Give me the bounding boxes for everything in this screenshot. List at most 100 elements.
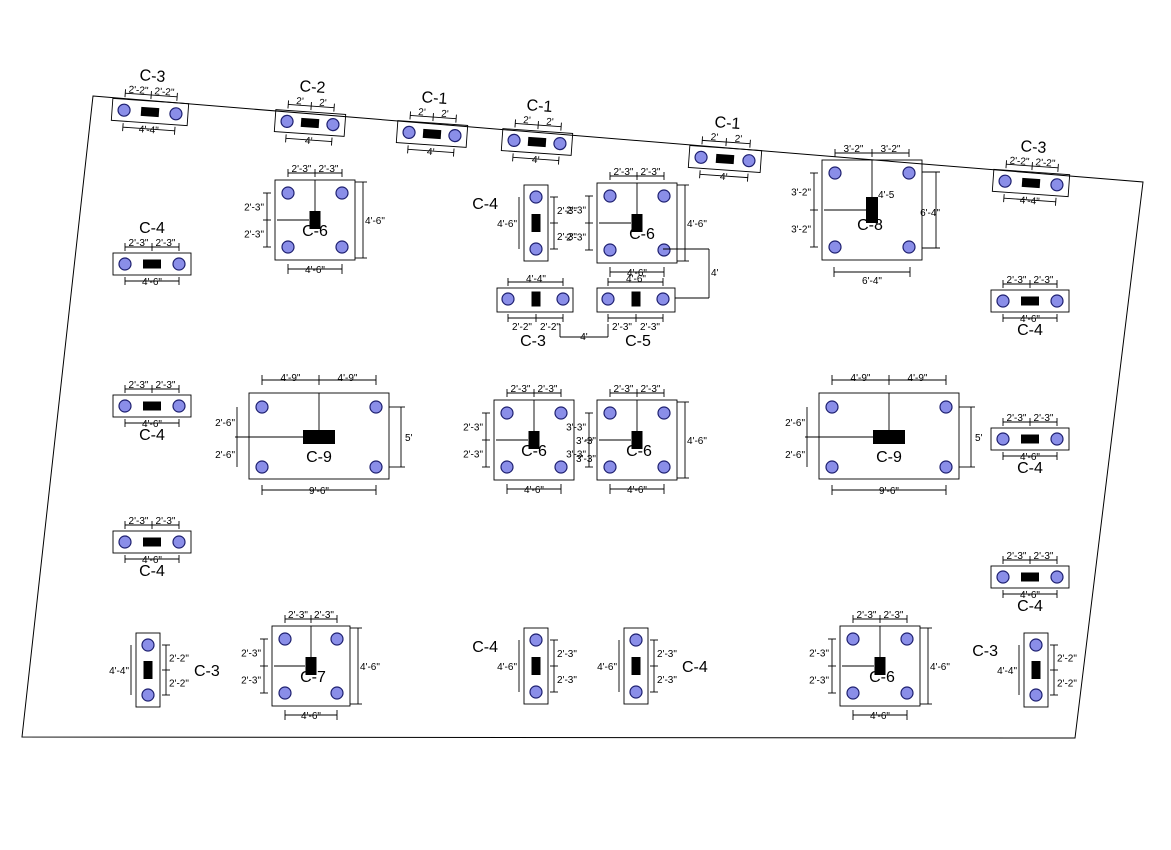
dimension-left-bottom: 2'-3" bbox=[566, 233, 586, 244]
pile-cap bbox=[496, 287, 574, 313]
dimension-top-left: 2'-3" bbox=[288, 610, 308, 621]
footing-label: C-9 bbox=[306, 449, 332, 466]
dimension-top-right: 2'-3" bbox=[538, 384, 558, 395]
pile-icon bbox=[330, 686, 344, 700]
dimension-left-top: 2'-3" bbox=[463, 423, 483, 434]
pile-cap bbox=[500, 128, 574, 156]
dimension-total: 4'-6" bbox=[626, 274, 646, 285]
footing-label: C-4 bbox=[139, 427, 165, 444]
footing: 4'-9"4'-9"2'-6"2'-6"5'9'-6"C-9 bbox=[785, 373, 982, 497]
column bbox=[143, 401, 161, 411]
dimension-left: 2' bbox=[296, 96, 304, 108]
pile-icon bbox=[402, 125, 416, 139]
dimension-top-right: 2'-3" bbox=[314, 610, 334, 621]
footing: 2'-3"2'-3"4'-6"C-4 bbox=[112, 516, 192, 580]
dimension-line bbox=[176, 92, 178, 101]
dimension-left-top: 3'-3" bbox=[566, 423, 586, 434]
dimension-line bbox=[560, 122, 562, 131]
pile-icon bbox=[629, 633, 643, 647]
pile-icon bbox=[1050, 178, 1064, 192]
dimension-line bbox=[537, 121, 539, 130]
column bbox=[631, 214, 643, 232]
column bbox=[873, 430, 905, 444]
column bbox=[303, 430, 335, 444]
pile-icon bbox=[118, 399, 132, 413]
dimension-top-right: 4'-9" bbox=[908, 373, 928, 384]
pile-icon bbox=[1050, 294, 1064, 308]
footing-label: C-4 bbox=[472, 196, 498, 213]
pile-icon bbox=[939, 400, 953, 414]
dimension-right: 4'-6" bbox=[360, 662, 380, 673]
dimension-line bbox=[512, 153, 514, 162]
dimension-top-right: 2'-3" bbox=[319, 164, 339, 175]
footing-label: C-4 bbox=[1017, 598, 1043, 615]
dimension-bottom: 9'-6" bbox=[879, 486, 899, 497]
pile-icon bbox=[1029, 688, 1043, 702]
footing-label: C-3 bbox=[520, 333, 546, 350]
dimension-line bbox=[512, 156, 559, 162]
dimension-bottom: 4'-6" bbox=[627, 268, 647, 279]
dimension-right: 2'-3" bbox=[640, 322, 660, 333]
column bbox=[305, 657, 317, 675]
dimension-total: 4'-4" bbox=[997, 666, 1017, 677]
pile-icon bbox=[529, 190, 543, 204]
dimension-right: 4'-6" bbox=[687, 219, 707, 230]
pile-icon bbox=[742, 154, 756, 168]
pile-icon bbox=[448, 129, 462, 143]
pile-cap bbox=[991, 168, 1071, 198]
dimension-right: 5' bbox=[975, 433, 983, 444]
dimension-line bbox=[749, 139, 751, 148]
column bbox=[422, 128, 442, 140]
dimension-left: 2'-2" bbox=[512, 322, 532, 333]
pile-cap bbox=[687, 145, 763, 173]
pile-icon bbox=[1050, 570, 1064, 584]
dimension-left-top: 2'-3" bbox=[244, 203, 264, 214]
dimension-left: 2'-3" bbox=[1007, 551, 1027, 562]
pile-icon bbox=[141, 638, 155, 652]
footing: 2'2'4'C-1 bbox=[687, 114, 763, 183]
dimension-total: 4'-6" bbox=[1020, 452, 1040, 463]
footing: 2'-3"2'-3"4'-6"C-4 bbox=[990, 551, 1070, 615]
pile-icon bbox=[255, 400, 269, 414]
pile-icon bbox=[656, 292, 670, 306]
footing-label: C-4 bbox=[1017, 322, 1043, 339]
dimension-bottom: 2'-3" bbox=[557, 675, 577, 686]
dimension-bottom: 4'-6" bbox=[301, 711, 321, 722]
pile-icon bbox=[278, 686, 292, 700]
pile-icon bbox=[280, 114, 294, 128]
column bbox=[874, 657, 886, 675]
pile-icon bbox=[996, 570, 1010, 584]
footing-label: C-6 bbox=[521, 443, 547, 460]
dimension-total: 4'-6" bbox=[1020, 314, 1040, 325]
column bbox=[531, 657, 541, 675]
dimension-right: 2'-3" bbox=[1034, 275, 1054, 286]
column bbox=[300, 117, 320, 129]
footing-label: C-9 bbox=[876, 449, 902, 466]
footing-label: C-5 bbox=[625, 333, 651, 350]
footing-label: C-2 bbox=[299, 78, 326, 97]
dimension-line bbox=[285, 137, 332, 143]
dimension-left-bottom: 2'-6" bbox=[785, 450, 805, 461]
pile-icon bbox=[998, 174, 1012, 188]
dimension-top-right: 3'-2" bbox=[881, 144, 901, 155]
pile-icon bbox=[939, 460, 953, 474]
footing: 2'2'4'C-1 bbox=[500, 97, 574, 167]
dimension-right: 2' bbox=[441, 109, 449, 121]
pile-icon bbox=[629, 685, 643, 699]
dimension-bottom: 9'-6" bbox=[309, 486, 329, 497]
dimension-right: 5' bbox=[405, 433, 413, 444]
pile-cap bbox=[112, 252, 192, 276]
footing: 4'-4"2'-2"2'-2"C-3 bbox=[972, 632, 1077, 708]
dimension-total: 4' bbox=[532, 155, 540, 167]
footing: 4'-6"2'-3"2'-3"C-4 bbox=[472, 627, 577, 705]
dimension-line bbox=[1031, 162, 1033, 171]
dimension-left-bottom: 2'-3" bbox=[463, 450, 483, 461]
dimension-right: 2'-3" bbox=[156, 238, 176, 249]
dimension-line bbox=[1003, 194, 1005, 203]
footing: 4'-6"2'-3"2'-3"C-4 bbox=[597, 627, 708, 705]
dimension-top: 2'-3" bbox=[557, 649, 577, 660]
pile-cap bbox=[112, 530, 192, 554]
pile-cap bbox=[623, 627, 649, 705]
pile-icon bbox=[603, 460, 617, 474]
footing-label: C-4 bbox=[682, 659, 708, 676]
